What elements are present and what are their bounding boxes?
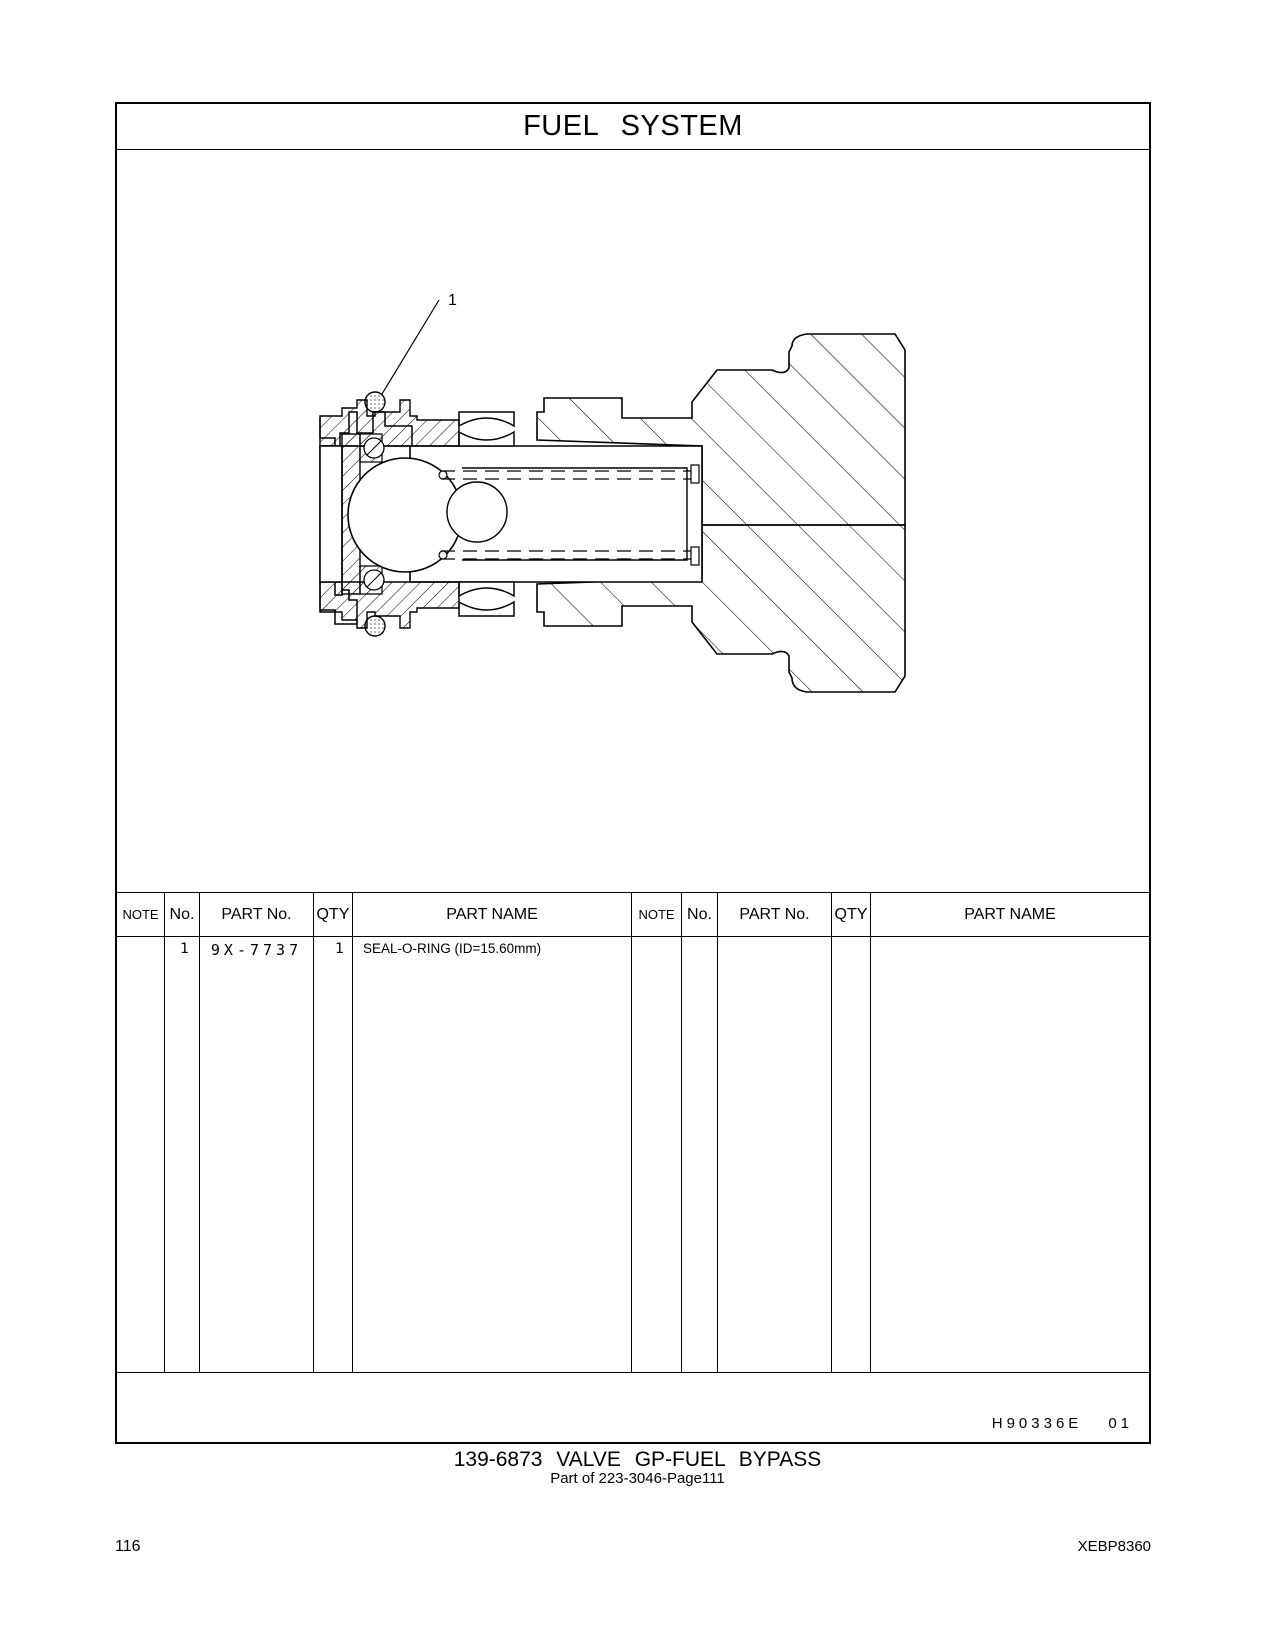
spring-sleeve [462,467,688,561]
row-1-no: 1 [180,941,189,957]
illustration-code: H90336E 01 [992,1415,1133,1432]
inner-ring-lower-mark [366,572,382,588]
page-number: 116 [115,1538,141,1555]
row-1-qty: 1 [335,941,344,957]
spring-end-bl [438,550,448,560]
header-part-name-right: PART NAME [871,893,1149,937]
o-ring-seal-upper [364,391,386,413]
col-partno-right: PART No. [718,893,832,1372]
nose-face [319,445,343,583]
col-qty-left: QTY 1 [314,893,353,1372]
piston-ball-small [446,481,508,543]
caption-subtitle: Part of 223-3046-Page111 [550,1470,725,1487]
col-partname-left: PART NAME SEAL-O-RING (ID=15.60mm) [353,893,632,1372]
valve-drawing-main [117,150,1149,892]
nose-lower-hatch [319,581,460,629]
document-id: XEBP8360 [1077,1538,1151,1555]
col-partno-left: PART No. 9X-7737 [200,893,314,1372]
col-note-right: NOTE [632,893,682,1372]
row-1-part-no: 9X-7737 [210,941,303,959]
spring-end-br [690,546,700,566]
spring-end-tl [438,470,448,480]
illustration-code-value: H90336E [991,1415,1083,1432]
page-caption: 139-6873 VALVE GP-FUEL BYPASS Part of 22… [0,1448,1275,1487]
nose-upper-hatch [319,399,460,447]
callout-label-1: 1 [448,292,457,309]
header-note: NOTE [117,893,164,937]
header-part-no: PART No. [200,893,313,937]
page-frame: FUEL SYSTEM [115,102,1151,1444]
row-1-part-name: SEAL-O-RING (ID=15.60mm) [363,941,542,956]
caption-title: 139-6873 VALVE GP-FUEL BYPASS [453,1448,822,1471]
parts-table: NOTE No. 1 PART No. 9X-7737 QTY 1 PART N… [117,892,1149,1373]
header-qty-right: QTY [832,893,870,937]
neck-groove-bottom [458,581,515,617]
header-no-right: No. [682,893,717,937]
illustration-revision: 01 [1108,1415,1133,1432]
body-upper-section [536,333,906,526]
header-part-no-right: PART No. [718,893,831,937]
col-qty-right: QTY [832,893,871,1372]
header-qty: QTY [314,893,352,937]
header-note-right: NOTE [632,893,681,937]
valve-cross-section-drawing: 1 [117,150,1149,892]
header-part-name: PART NAME [353,893,631,937]
inner-ring-upper-mark [366,440,382,456]
neck-groove-top [458,411,515,447]
callout-leader [381,299,440,395]
o-ring-seal-lower [364,615,386,637]
col-partname-right: PART NAME [871,893,1149,1372]
spring-end-tr [690,464,700,484]
col-no-right: No. [682,893,718,1372]
col-no-left: No. 1 [165,893,200,1372]
header-no: No. [165,893,199,937]
section-title: FUEL SYSTEM [117,104,1149,150]
body-lower-section [536,524,906,693]
col-note-left: NOTE [117,893,165,1372]
